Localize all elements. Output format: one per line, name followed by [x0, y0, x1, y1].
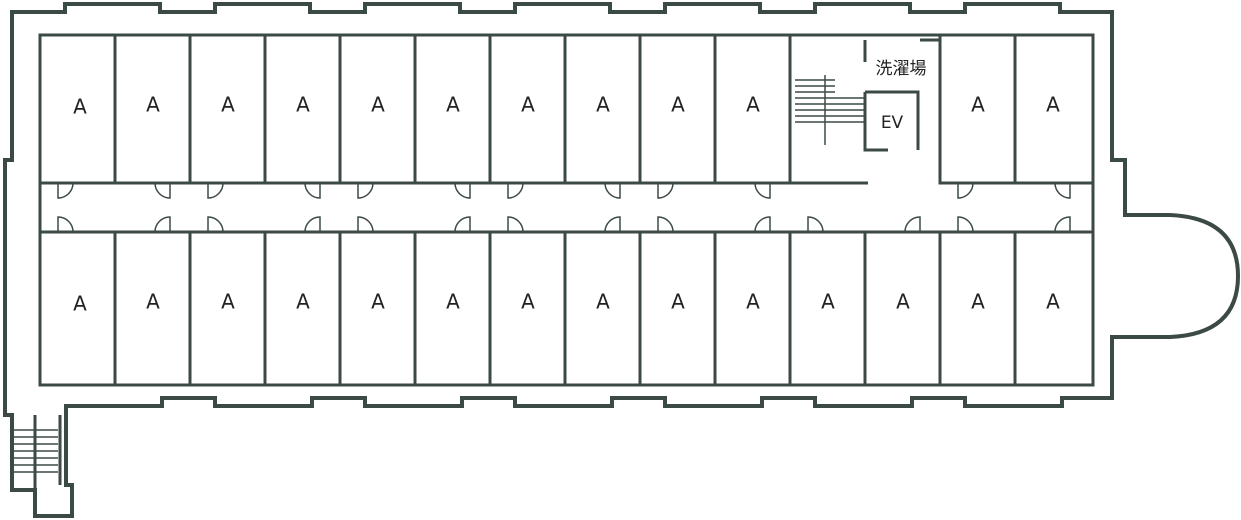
elevator-label: EV: [881, 113, 904, 133]
door-swing: [304, 216, 321, 233]
door-swing: [304, 182, 321, 199]
room-label: A: [1046, 93, 1060, 117]
door-swing: [454, 182, 471, 199]
stair-core: [795, 75, 865, 145]
external-stair: [14, 415, 62, 490]
room-label: A: [821, 290, 835, 314]
room-label: A: [221, 93, 235, 117]
door-swing: [807, 216, 824, 233]
door-swing: [454, 216, 471, 233]
door-swing: [754, 182, 771, 199]
room-label: A: [296, 290, 310, 314]
room-label: A: [73, 292, 87, 316]
room-label: A: [73, 95, 87, 119]
door-swing: [1054, 216, 1071, 233]
door-swing: [357, 182, 374, 199]
door-swing: [904, 216, 921, 233]
room-label: A: [1046, 290, 1060, 314]
room-label: A: [596, 290, 610, 314]
stair-wall: [33, 415, 62, 490]
room-label: A: [896, 290, 910, 314]
bottom-doors: [57, 216, 1071, 233]
room-label: A: [521, 290, 535, 314]
room-label: A: [971, 93, 985, 117]
door-swing: [507, 182, 524, 199]
door-swing: [154, 182, 171, 199]
room-label: A: [671, 93, 685, 117]
room-label: A: [296, 93, 310, 117]
room-box: [1013, 33, 1095, 185]
laundry-wall: [863, 35, 942, 183]
door-swing: [957, 216, 974, 233]
door-swing: [357, 216, 374, 233]
service-core: 洗濯場 EV: [788, 35, 942, 185]
room-label: A: [146, 93, 160, 117]
room-label: A: [371, 290, 385, 314]
top-doors: [57, 182, 1071, 199]
room-label: A: [371, 93, 385, 117]
door-swing: [754, 216, 771, 233]
door-swing: [1054, 182, 1071, 199]
room-label: A: [221, 290, 235, 314]
room-box: [1013, 230, 1095, 387]
door-swing: [604, 182, 621, 199]
laundry-label: 洗濯場: [876, 59, 927, 79]
room-label: A: [746, 93, 760, 117]
door-swing: [57, 182, 74, 199]
door-swing: [657, 182, 674, 199]
door-swing: [507, 216, 524, 233]
top-room-row: A A A A A A A A A A A A: [38, 33, 1095, 185]
room-label: A: [596, 93, 610, 117]
bottom-room-row: A A A A A A A A A A A A A A: [38, 230, 1095, 387]
room-label: A: [971, 290, 985, 314]
room-label: A: [446, 290, 460, 314]
door-swing: [207, 216, 224, 233]
room-label: A: [746, 290, 760, 314]
door-swing: [957, 182, 974, 199]
elevator-shaft: [863, 90, 920, 152]
room-label: A: [446, 93, 460, 117]
core-wall: [788, 35, 868, 185]
room-label: A: [146, 290, 160, 314]
door-swing: [154, 216, 171, 233]
room-label: A: [521, 93, 535, 117]
door-swing: [57, 216, 74, 233]
door-swing: [604, 216, 621, 233]
door-swing: [657, 216, 674, 233]
outer-wall: [3, 2, 1241, 518]
room-label: A: [671, 290, 685, 314]
door-swing: [207, 182, 224, 199]
